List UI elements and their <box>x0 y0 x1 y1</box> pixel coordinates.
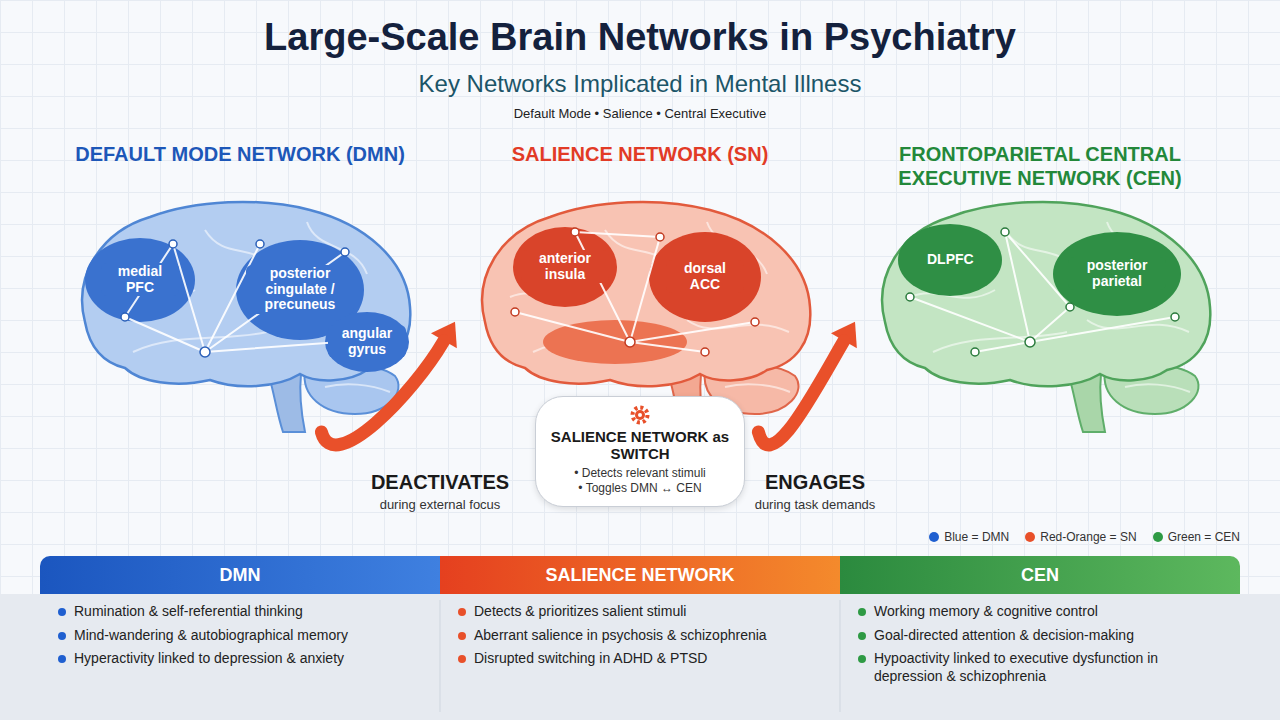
table-column: DMN Rumination & self-referential thinkin… <box>40 556 440 720</box>
arrow-caption: ENGAGES <box>755 470 875 494</box>
network-links <box>515 232 755 352</box>
bullet-text: Mind-wandering & autobiographical memory <box>74 627 348 645</box>
legend-text: Red-Orange = SN <box>1040 530 1136 544</box>
cerebrum <box>482 202 810 386</box>
column-header: CEN <box>1021 565 1059 586</box>
column-body: Rumination & self-referential thinkingMi… <box>40 594 440 668</box>
bullet-text: Working memory & cognitive control <box>874 603 1098 621</box>
legend-swatch <box>1025 532 1035 542</box>
bullet-row: Hypoactivity linked to executive dysfunc… <box>858 650 1224 685</box>
bullet-dot <box>858 632 866 640</box>
bullet-text: Hypoactivity linked to executive dysfunc… <box>874 650 1224 685</box>
legend-swatch <box>1153 532 1163 542</box>
legend-item: Blue = DMN <box>929 530 1009 544</box>
dmn-brain <box>82 202 410 432</box>
bullet-dot <box>58 608 66 616</box>
bubble-bullet: • Toggles DMN ↔ CEN <box>546 481 734 497</box>
network-region <box>85 238 195 322</box>
table-panel <box>0 594 1280 720</box>
network-region <box>513 227 617 307</box>
bullet-row: Goal-directed attention & decision-makin… <box>858 627 1224 645</box>
table-column: SALIENCE NETWORK Detects & prioritizes sa… <box>440 556 840 720</box>
bullet-text: Disrupted switching in ADHD & PTSD <box>474 650 707 668</box>
region-label: dorsal ACC <box>666 260 744 293</box>
gear-icon <box>629 404 651 426</box>
network-heading: FRONTOPARIETAL CENTRAL EXECUTIVE NETWORK… <box>855 142 1225 190</box>
network-heading: DEFAULT MODE NETWORK (DMN) <box>55 142 425 166</box>
network-region <box>543 320 687 364</box>
tagline: Default Mode • Salience • Central Execut… <box>0 106 1280 122</box>
region-label: anterior insula <box>521 250 609 283</box>
column-body: Working memory & cognitive controlGoal-d… <box>840 594 1240 685</box>
legend-text: Green = CEN <box>1168 530 1240 544</box>
network-region <box>1053 232 1181 316</box>
brain-network: SALIENCE NETWORK (SN) anterior insula dors… <box>455 142 825 432</box>
network-region <box>649 232 761 322</box>
bullet-dot <box>458 608 466 616</box>
legend-item: Green = CEN <box>1153 530 1240 544</box>
bullet-text: Hyperactivity linked to depression & anx… <box>74 650 344 668</box>
column-header: SALIENCE NETWORK <box>546 565 735 586</box>
brain-network: FRONTOPARIETAL CENTRAL EXECUTIVE NETWORK… <box>855 142 1225 432</box>
header-band: SALIENCE NETWORK <box>440 556 840 594</box>
bullet-row: Hyperactivity linked to depression & anx… <box>58 650 424 668</box>
legend: Blue = DMN Red-Orange = SN Green = CEN <box>840 530 1240 544</box>
region-label: posterior cingulate / precuneus <box>246 265 354 314</box>
arrow-shaft <box>758 341 844 445</box>
switch-bubble: SALIENCE NETWORK as SWITCH • Detects rele… <box>535 396 745 507</box>
bullet-dot <box>458 632 466 640</box>
bullet-row: Rumination & self-referential thinking <box>58 603 424 621</box>
bullet-dot <box>458 655 466 663</box>
arrow-note: during external focus <box>345 497 535 513</box>
header-band: DMN <box>40 556 440 594</box>
network-nodes <box>511 228 759 356</box>
flow-arrow <box>321 322 456 445</box>
bullet-dot <box>858 608 866 616</box>
title: Large-Scale Brain Networks in Psychiatry <box>0 14 1280 60</box>
bullet-row: Disrupted switching in ADHD & PTSD <box>458 650 824 668</box>
bubble-bullet: • Detects relevant stimuli <box>546 466 734 482</box>
bullet-dot <box>58 632 66 640</box>
column-body: Detects & prioritizes salient stimuliAbe… <box>440 594 840 668</box>
bullet-row: Detects & prioritizes salient stimuli <box>458 603 824 621</box>
region-label: angular gyrus <box>328 325 406 358</box>
bullet-text: Aberrant salience in psychosis & schizop… <box>474 627 767 645</box>
bullet-row: Mind-wandering & autobiographical memory <box>58 627 424 645</box>
bullet-dot <box>858 655 866 663</box>
arrow-caption: DEACTIVATES <box>355 470 525 494</box>
legend-swatch <box>929 532 939 542</box>
cerebrum <box>82 202 410 386</box>
arrow-note: during task demands <box>740 497 890 513</box>
table-column: CEN Working memory & cognitive controlGoa… <box>840 556 1240 720</box>
bubble-title: SALIENCE NETWORK as SWITCH <box>546 428 734 463</box>
column-divider <box>440 600 441 712</box>
network-links <box>910 232 1175 352</box>
region-label: DLPFC <box>923 251 978 269</box>
region-label: medial PFC <box>101 263 179 296</box>
network-region <box>325 312 409 372</box>
subtitle: Key Networks Implicated in Mental Illnes… <box>0 70 1280 99</box>
header-band: CEN <box>840 556 1240 594</box>
bullet-text: Rumination & self-referential thinking <box>74 603 303 621</box>
network-region <box>898 224 1002 296</box>
cen-brain <box>882 202 1210 432</box>
column-divider <box>840 600 841 712</box>
bullet-row: Working memory & cognitive control <box>858 603 1224 621</box>
bullet-row: Aberrant salience in psychosis & schizop… <box>458 627 824 645</box>
flow-arrow <box>758 322 856 445</box>
region-label: posterior parietal <box>1068 257 1166 290</box>
network-nodes <box>906 228 1179 356</box>
legend-item: Red-Orange = SN <box>1025 530 1136 544</box>
bullet-dot <box>58 655 66 663</box>
bullet-text: Detects & prioritizes salient stimuli <box>474 603 686 621</box>
gyri <box>510 222 790 392</box>
column-header: DMN <box>220 565 261 586</box>
brain-network: DEFAULT MODE NETWORK (DMN) medial PFC post… <box>55 142 425 432</box>
bullet-text: Goal-directed attention & decision-makin… <box>874 627 1134 645</box>
legend-text: Blue = DMN <box>944 530 1009 544</box>
network-heading: SALIENCE NETWORK (SN) <box>455 142 825 166</box>
